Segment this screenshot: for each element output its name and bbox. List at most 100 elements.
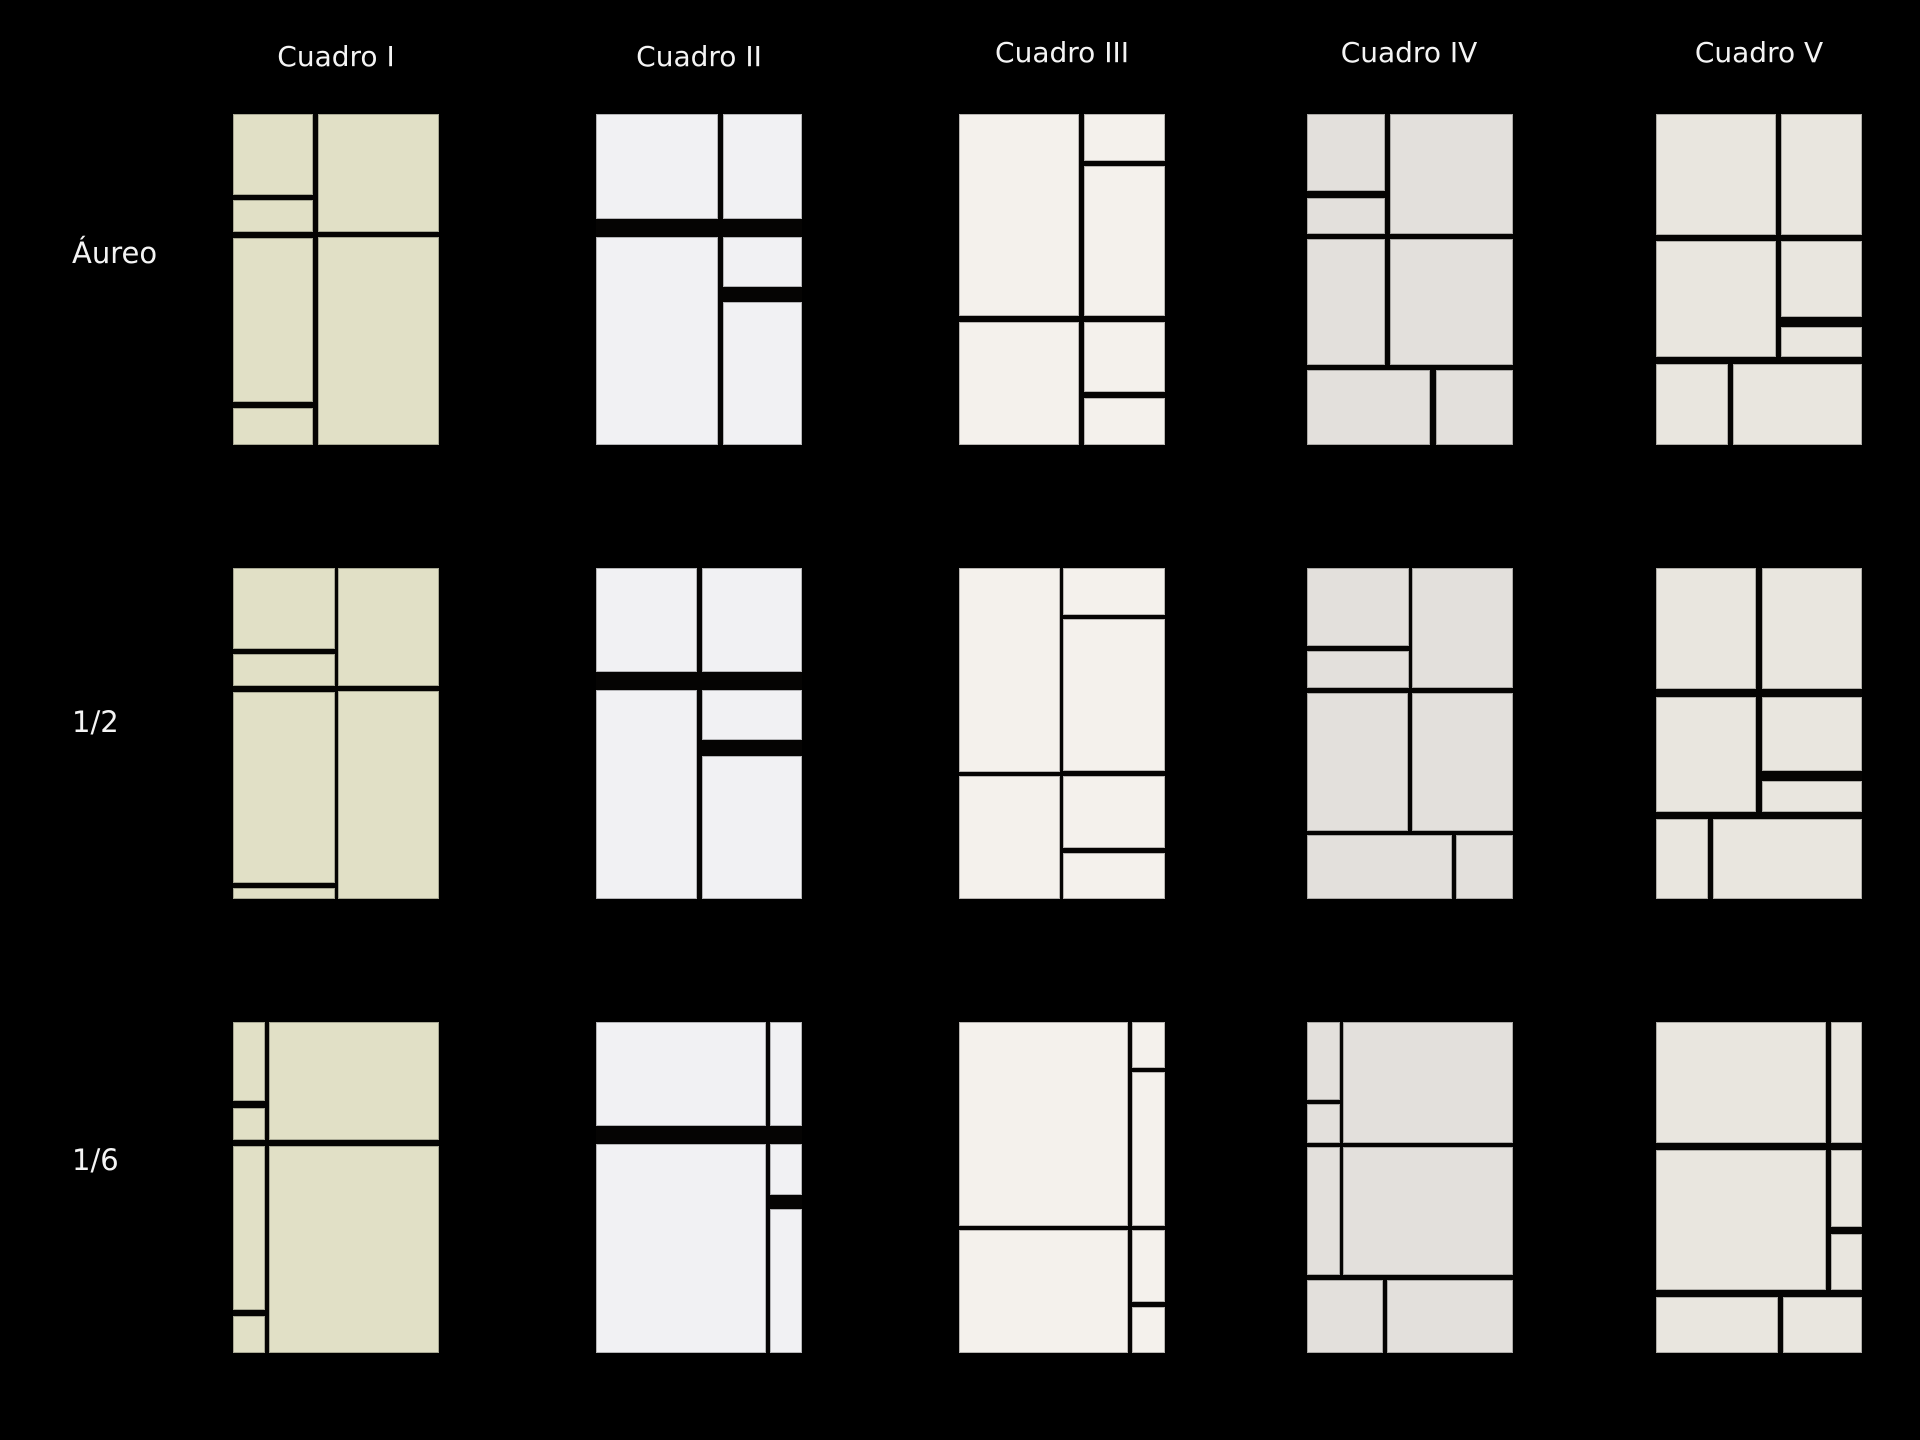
panel-cell xyxy=(959,321,1080,445)
panel-cell xyxy=(1781,241,1862,318)
panel-cell xyxy=(1132,1230,1165,1302)
panel-cell xyxy=(1063,852,1165,899)
panel-cell xyxy=(1656,818,1709,899)
panel-cell xyxy=(1307,692,1408,831)
panel-aureo-cuadro-i xyxy=(233,114,439,445)
panel-cell xyxy=(1656,363,1729,445)
panel-cell xyxy=(1063,619,1165,771)
panel-cell xyxy=(1830,1149,1862,1227)
panel-cell xyxy=(233,1022,266,1102)
panel-cell xyxy=(596,1022,766,1126)
panel-aureo-cuadro-ii xyxy=(596,114,802,445)
column-title-cuadro-i: Cuadro I xyxy=(277,40,395,73)
panel-cell xyxy=(1656,568,1756,689)
panel-cell xyxy=(1412,568,1513,689)
panel-cell xyxy=(1307,1104,1340,1143)
panel-sixth-cuadro-ii xyxy=(596,1022,802,1353)
panel-cell xyxy=(1083,114,1165,161)
panel-cell xyxy=(1307,1022,1340,1100)
panel-cell xyxy=(233,408,314,445)
panel-cell xyxy=(1132,1307,1165,1353)
panel-cell xyxy=(1083,321,1165,393)
panel-cell xyxy=(1132,1072,1165,1226)
column-title-cuadro-v: Cuadro V xyxy=(1694,36,1824,69)
panel-sixth-cuadro-iv xyxy=(1307,1022,1513,1353)
panel-cell xyxy=(1343,1147,1513,1276)
panel-half-cuadro-i xyxy=(233,568,439,899)
panel-cell xyxy=(269,1022,439,1140)
panel-cell xyxy=(1307,1279,1384,1353)
panel-cell xyxy=(701,690,802,741)
panel-cell xyxy=(959,1022,1129,1226)
panel-cell xyxy=(1083,166,1165,317)
panel-cell xyxy=(1063,775,1165,849)
row-label-sixth: 1/6 xyxy=(72,1143,119,1177)
panel-cell xyxy=(959,568,1061,773)
panel-cell xyxy=(233,114,314,195)
panel-cell xyxy=(959,1230,1129,1353)
panel-aureo-cuadro-iv xyxy=(1307,114,1513,445)
panel-cell xyxy=(1307,650,1409,689)
column-title-cuadro-iii: Cuadro III xyxy=(995,36,1129,69)
panel-cell xyxy=(1132,1022,1165,1069)
panel-cell xyxy=(1656,696,1756,813)
panel-cell xyxy=(233,1315,266,1353)
panel-sixth-cuadro-i xyxy=(233,1022,439,1353)
panel-cell xyxy=(338,568,439,686)
panel-cell xyxy=(233,888,335,899)
panel-cell xyxy=(596,114,719,219)
panel-cell xyxy=(770,1209,802,1353)
panel-cell xyxy=(318,114,439,232)
panel-cell xyxy=(1761,780,1862,813)
panel-cell xyxy=(1307,114,1386,192)
panel-cell xyxy=(1456,835,1513,899)
panel-cell xyxy=(722,301,802,445)
panel-cell xyxy=(1307,197,1386,234)
panel-cell xyxy=(233,1108,266,1140)
panel-cell xyxy=(1435,370,1513,445)
panel-cell xyxy=(722,236,802,287)
panel-cell xyxy=(596,690,698,899)
panel-cell xyxy=(1412,692,1513,831)
panel-cell xyxy=(233,692,335,884)
panel-cell xyxy=(722,114,802,219)
panel-cell xyxy=(1781,326,1862,357)
row-label-aureo: Áureo xyxy=(72,236,158,270)
panel-cell xyxy=(233,568,335,649)
panel-cell xyxy=(1656,241,1776,357)
panel-cell xyxy=(1307,568,1409,647)
row-label-half: 1/2 xyxy=(72,705,119,739)
panel-cell xyxy=(1656,114,1776,235)
panel-cell xyxy=(233,654,335,687)
panel-cell xyxy=(1781,114,1862,235)
panel-cell xyxy=(318,237,439,445)
panel-cell xyxy=(1761,696,1862,772)
panel-cell xyxy=(1389,114,1513,234)
panel-cell xyxy=(1713,818,1862,899)
panel-cell xyxy=(1307,370,1430,445)
panel-cell xyxy=(1343,1022,1513,1143)
panel-sixth-cuadro-v xyxy=(1656,1022,1862,1353)
panel-cell xyxy=(1761,568,1862,689)
panel-half-cuadro-iii xyxy=(959,568,1165,899)
panel-cell xyxy=(1083,398,1165,445)
panel-cell xyxy=(1389,239,1513,365)
panel-aureo-cuadro-v xyxy=(1656,114,1862,445)
column-title-cuadro-iv: Cuadro IV xyxy=(1340,36,1478,69)
panel-cell xyxy=(596,1143,766,1353)
panel-cell xyxy=(1656,1022,1826,1143)
panel-cell xyxy=(1063,568,1165,615)
panel-cell xyxy=(770,1022,802,1126)
panel-cell xyxy=(1782,1296,1862,1353)
panel-cell xyxy=(959,775,1061,899)
panel-cell xyxy=(233,1146,266,1311)
panel-aureo-cuadro-iii xyxy=(959,114,1165,445)
panel-cell xyxy=(233,200,314,233)
panel-cell xyxy=(959,114,1080,317)
panel-cell xyxy=(233,237,314,403)
panel-cell xyxy=(269,1146,439,1353)
panel-cell xyxy=(1830,1234,1862,1291)
panel-cell xyxy=(1307,1147,1340,1276)
panel-cell xyxy=(1733,363,1862,445)
panel-cell xyxy=(1387,1279,1513,1353)
